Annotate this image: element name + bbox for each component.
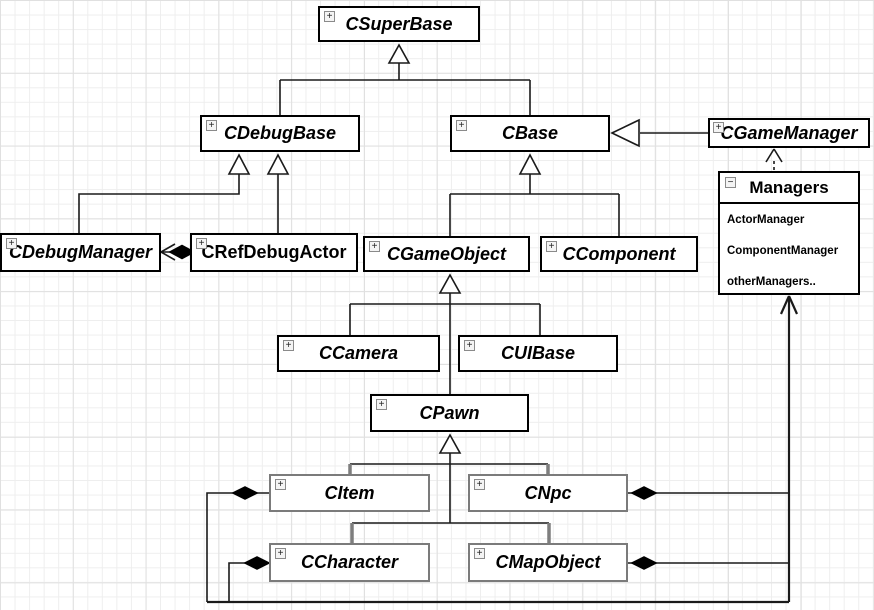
- class-label-ccamera: CCamera: [318, 343, 399, 363]
- composition-diamond-ccharacter[interactable]: [243, 556, 271, 570]
- expand-icon[interactable]: +: [6, 238, 17, 249]
- generalization-arrowhead-cpawn[interactable]: [438, 433, 462, 454]
- class-label-cgameobject: CGameObject: [386, 243, 507, 264]
- class-box-cmapobject[interactable]: + CMapObject: [468, 543, 628, 582]
- class-box-cgamemanager[interactable]: + CGameManager: [708, 118, 870, 148]
- class-box-cdebugbase[interactable]: + CDebugBase: [200, 115, 360, 152]
- managers-title-row: − Managers: [720, 173, 858, 204]
- class-label-cdebugmanager: CDebugManager: [8, 242, 152, 262]
- class-box-ccharacter[interactable]: + CCharacter: [269, 543, 430, 582]
- class-box-cdebugmanager[interactable]: + CDebugManager: [0, 233, 161, 272]
- expand-icon[interactable]: +: [456, 120, 467, 131]
- dependency-arrowhead-managers-cgamemanager[interactable]: [765, 148, 783, 163]
- expand-icon[interactable]: +: [275, 479, 286, 490]
- expand-icon[interactable]: +: [376, 399, 387, 410]
- class-label-cmapobject: CMapObject: [495, 552, 601, 572]
- class-label-cdebugbase: CDebugBase: [223, 123, 337, 143]
- class-label-ccharacter: CCharacter: [300, 552, 399, 572]
- collapse-icon[interactable]: −: [725, 177, 736, 188]
- composition-diamond-cmapobject[interactable]: [630, 556, 658, 570]
- managers-box[interactable]: − Managers ActorManager ComponentManager…: [718, 171, 860, 295]
- composition-line-ccharacter[interactable]: [228, 562, 269, 602]
- expand-icon[interactable]: +: [464, 340, 475, 351]
- generalization-line-cpawn-children[interactable]: [350, 453, 549, 524]
- class-label-cnpc: CNpc: [524, 482, 572, 503]
- managers-item[interactable]: otherManagers..: [727, 275, 816, 288]
- composition-spine-to-managers[interactable]: [207, 298, 791, 604]
- managers-item[interactable]: ComponentManager: [727, 244, 839, 257]
- expand-icon[interactable]: +: [474, 548, 485, 559]
- expand-icon[interactable]: +: [324, 11, 335, 22]
- expand-icon[interactable]: +: [275, 548, 286, 559]
- expand-icon[interactable]: +: [283, 340, 294, 351]
- class-label-crefdebugactor: CRefDebugActor: [201, 242, 347, 262]
- generalization-line-cgameobject-children[interactable]: [349, 293, 541, 394]
- generalization-arrowhead-cdebugbase-right[interactable]: [266, 153, 290, 175]
- class-box-cuibase[interactable]: + CUIBase: [458, 335, 618, 372]
- class-box-cgameobject[interactable]: + CGameObject: [363, 236, 530, 272]
- generalization-arrowhead-cdebugbase-left[interactable]: [227, 153, 251, 175]
- class-box-cpawn[interactable]: + CPawn: [370, 394, 529, 432]
- class-box-ccomponent[interactable]: + CComponent: [540, 236, 698, 272]
- class-box-csuperbase[interactable]: + CSuperBase: [318, 6, 480, 42]
- class-box-crefdebugactor[interactable]: + CRefDebugActor: [190, 233, 358, 272]
- class-label-citem: CItem: [324, 482, 375, 503]
- managers-item[interactable]: ActorManager: [727, 213, 805, 226]
- class-label-cpawn: CPawn: [419, 402, 480, 423]
- generalization-stub-highlighted[interactable]: [348, 464, 551, 544]
- class-box-cbase[interactable]: + CBase: [450, 115, 610, 152]
- class-label-ccomponent: CComponent: [562, 243, 676, 264]
- expand-icon[interactable]: +: [474, 479, 485, 490]
- class-box-cnpc[interactable]: + CNpc: [468, 474, 628, 512]
- class-label-cuibase: CUIBase: [500, 343, 576, 363]
- class-label-cbase: CBase: [501, 123, 559, 143]
- expand-icon[interactable]: +: [713, 122, 724, 133]
- generalization-arrowhead-cgameobject[interactable]: [438, 273, 462, 294]
- generalization-line-cbase-children[interactable]: [449, 174, 620, 236]
- class-label-cgamemanager: CGameManager: [720, 122, 858, 143]
- class-box-citem[interactable]: + CItem: [269, 474, 430, 512]
- expand-icon[interactable]: +: [206, 120, 217, 131]
- composition-diamond-citem[interactable]: [231, 486, 259, 500]
- generalization-line-cdebugmanager[interactable]: [78, 174, 240, 233]
- generalization-arrowhead-cbase[interactable]: [518, 153, 542, 175]
- class-label-csuperbase: CSuperBase: [345, 13, 453, 34]
- generalization-line-to-csuperbase[interactable]: [279, 63, 531, 115]
- expand-icon[interactable]: +: [196, 238, 207, 249]
- composition-line-citem[interactable]: [206, 492, 270, 602]
- generalization-arrowhead-cgamemanager-cbase[interactable]: [610, 118, 640, 148]
- class-box-ccamera[interactable]: + CCamera: [277, 335, 440, 372]
- managers-title: Managers: [749, 177, 829, 197]
- open-arrowhead-cdebugmanager[interactable]: [160, 243, 176, 261]
- expand-icon[interactable]: +: [369, 241, 380, 252]
- expand-icon[interactable]: +: [546, 241, 557, 252]
- managers-item-list: ActorManager ComponentManager otherManag…: [720, 204, 858, 297]
- composition-diamond-cnpc[interactable]: [630, 486, 658, 500]
- generalization-arrowhead-csuperbase[interactable]: [387, 43, 411, 64]
- arrowhead-into-managers[interactable]: [779, 295, 799, 315]
